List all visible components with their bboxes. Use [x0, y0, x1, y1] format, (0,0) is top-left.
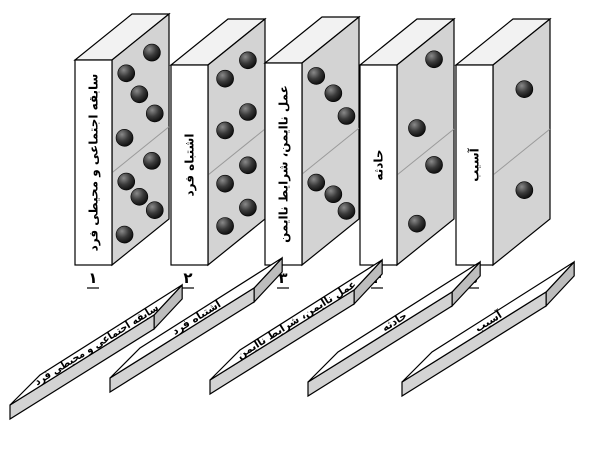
- domino-pip: [337, 107, 356, 125]
- domino-divider: [207, 128, 266, 176]
- domino-front-face: [359, 64, 398, 266]
- domino-pip: [130, 85, 149, 104]
- domino-pip: [115, 225, 134, 244]
- domino-pip: [239, 156, 257, 175]
- domino-number: ۲: [183, 269, 192, 287]
- domino-divider: [396, 128, 455, 176]
- domino-pip: [143, 152, 161, 170]
- domino-pip: [216, 174, 234, 193]
- domino-label: حادثه: [372, 149, 386, 180]
- domino-pip: [324, 185, 343, 204]
- domino-pip: [216, 217, 234, 235]
- domino-pip: [425, 50, 443, 69]
- domino-2: اشتباه فرد ۲: [169, 17, 267, 289]
- domino-label: عمل ناایمن، شرایط ناایمن: [277, 85, 291, 243]
- domino-front-face: [455, 64, 494, 266]
- domino-pip: [216, 121, 234, 140]
- domino-pip: [337, 202, 356, 220]
- domino-label: آسیب: [467, 147, 482, 181]
- domino-pip: [115, 129, 134, 147]
- fallen-domino-top-face: [401, 261, 575, 383]
- domino-pip: [239, 198, 257, 217]
- domino-number: ۱: [88, 269, 97, 287]
- domino-pip: [145, 104, 164, 123]
- domino-5: آسیب۵: [454, 17, 552, 289]
- fallen-domino-4: حادثه: [307, 260, 481, 398]
- domino-pip: [515, 80, 534, 98]
- fallen-domino-top-face: [307, 261, 481, 383]
- domino-divider: [111, 126, 170, 174]
- domino-divider: [492, 128, 551, 176]
- domino-pip: [143, 43, 161, 62]
- domino-4: حادثه۴: [358, 17, 456, 289]
- domino-pip: [239, 103, 257, 121]
- domino-pip: [324, 84, 343, 103]
- domino-pip: [145, 201, 164, 220]
- domino-pip: [307, 173, 326, 192]
- domino-front-face: [170, 64, 209, 266]
- domino-label: اشتباه فرد: [183, 134, 197, 197]
- domino-3: عمل ناایمن، شرایط ناایمن ۳: [263, 15, 361, 289]
- domino-front-face: [264, 62, 303, 266]
- domino-pip: [408, 119, 426, 137]
- fallen-domino-5: آسیب: [401, 260, 575, 398]
- fallen-domino-top-face: [9, 284, 183, 406]
- domino-pip: [117, 172, 136, 191]
- domino-pip: [425, 156, 443, 174]
- domino-pip: [130, 187, 149, 206]
- domino-pip: [216, 69, 234, 88]
- domino-pip: [239, 51, 257, 70]
- domino-pip: [117, 64, 136, 83]
- fallen-domino-top-face: [209, 259, 383, 381]
- domino-1: سابقه اجتماعی و محیطی فرد ۱: [73, 12, 171, 289]
- domino-label: سابقه اجتماعی و محیطی فرد: [87, 74, 102, 252]
- domino-pip: [515, 181, 534, 199]
- fallen-domino-label: سابقه اجتماعی و محیطی فرد: [32, 302, 160, 388]
- domino-pip: [408, 214, 426, 233]
- fallen-domino-3: عمل ناایمن، شرایط ناایمن: [209, 258, 383, 396]
- domino-number: ۳: [278, 269, 287, 287]
- domino-pip: [307, 67, 326, 85]
- domino-divider: [301, 127, 360, 175]
- fallen-domino-top-face: [109, 257, 283, 379]
- domino-front-face: [74, 59, 113, 266]
